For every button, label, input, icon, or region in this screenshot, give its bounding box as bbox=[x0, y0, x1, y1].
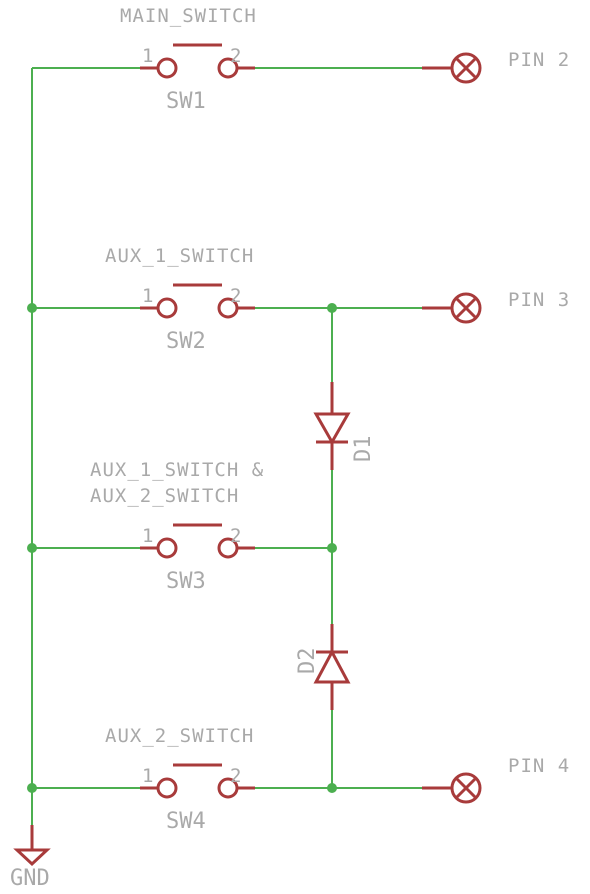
junction-dot bbox=[27, 303, 37, 313]
pin-label: PIN 2 bbox=[508, 49, 570, 71]
pin-terminal-icon bbox=[450, 772, 482, 804]
ground-icon bbox=[13, 848, 51, 867]
pin-number: 2 bbox=[230, 525, 241, 547]
switch-contact bbox=[217, 537, 239, 559]
switch-ref: SW2 bbox=[166, 329, 206, 354]
switch-label: AUX_1_SWITCH & bbox=[90, 459, 264, 481]
switch-ref: SW3 bbox=[166, 569, 206, 594]
pin-number: 1 bbox=[142, 525, 153, 547]
output-pin-2: PIN 2 bbox=[422, 49, 570, 84]
pin-cross bbox=[454, 56, 478, 80]
switch-contact bbox=[156, 297, 178, 319]
pin-number: 2 bbox=[230, 45, 241, 67]
switch-label: AUX_2_SWITCH bbox=[105, 725, 254, 747]
diode-ref: D1 bbox=[351, 436, 376, 463]
switch-label: AUX_1_SWITCH bbox=[105, 245, 254, 267]
pin-label: PIN 4 bbox=[508, 755, 570, 777]
pin-terminal-icon bbox=[450, 292, 482, 324]
diode-d2: D2 bbox=[295, 624, 351, 710]
junction-dot bbox=[27, 543, 37, 553]
pin-number: 1 bbox=[142, 45, 153, 67]
diode-d1: D1 bbox=[313, 382, 376, 470]
diode-body-icon bbox=[313, 412, 351, 446]
pin-terminal-icon bbox=[450, 52, 482, 84]
output-pin-4: PIN 4 bbox=[422, 755, 570, 804]
pin-number: 2 bbox=[230, 765, 241, 787]
pin-number: 1 bbox=[142, 285, 153, 307]
pin-number: 2 bbox=[230, 285, 241, 307]
switch-sw3: AUX_1_SWITCH & AUX_2_SWITCH 1 2 SW3 bbox=[90, 459, 264, 594]
diode-body-icon bbox=[313, 648, 351, 684]
switch-label: MAIN_SWITCH bbox=[120, 5, 257, 27]
switch-contact bbox=[156, 537, 178, 559]
ground-label: GND bbox=[10, 866, 50, 891]
pin-cross bbox=[454, 296, 478, 320]
pin-number: 1 bbox=[142, 765, 153, 787]
pin-label: PIN 3 bbox=[508, 289, 570, 311]
switch-contact bbox=[156, 777, 178, 799]
switch-sw2: AUX_1_SWITCH 1 2 SW2 bbox=[105, 245, 255, 354]
junction-dot bbox=[327, 303, 337, 313]
switch-contact bbox=[217, 777, 239, 799]
switch-sw1: MAIN_SWITCH 1 2 SW1 bbox=[120, 5, 257, 114]
diode-ref: D2 bbox=[295, 648, 320, 675]
switch-contact bbox=[217, 57, 239, 79]
junction-dot bbox=[27, 783, 37, 793]
ground-symbol: GND bbox=[10, 825, 51, 891]
junction-dot bbox=[327, 543, 337, 553]
output-pin-3: PIN 3 bbox=[422, 289, 570, 324]
switch-sw4: AUX_2_SWITCH 1 2 SW4 bbox=[105, 725, 255, 834]
switch-label: AUX_2_SWITCH bbox=[90, 485, 239, 507]
pin-cross bbox=[454, 776, 478, 800]
switch-ref: SW4 bbox=[166, 809, 206, 834]
switch-contact bbox=[217, 297, 239, 319]
switch-contact bbox=[156, 57, 178, 79]
switch-ref: SW1 bbox=[166, 89, 206, 114]
junction-dot bbox=[327, 783, 337, 793]
